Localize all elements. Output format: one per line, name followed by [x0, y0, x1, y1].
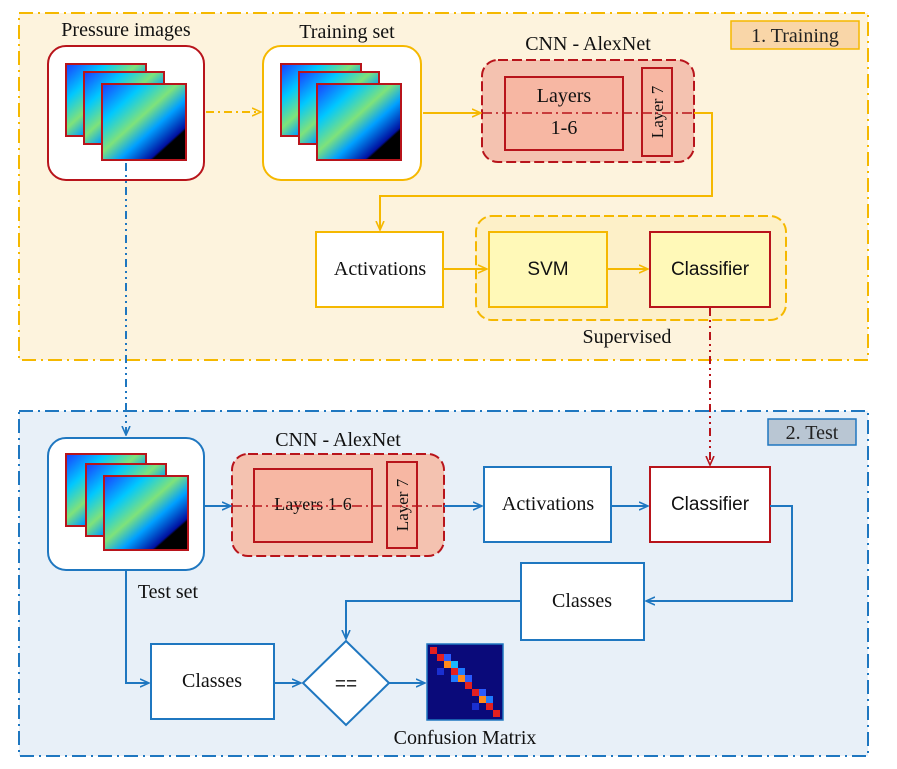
layer-7-test: [386, 461, 418, 549]
classifier-training-box: [649, 231, 771, 308]
test-image-stack: [65, 453, 189, 551]
classifier-test-label: Classifier: [671, 494, 750, 515]
layer-7-test-label: Layer 7: [393, 478, 412, 531]
training-panel-label: 1. Training: [751, 25, 839, 47]
training-set-label: Training set: [299, 21, 395, 43]
svm-label: SVM: [527, 259, 568, 280]
supervised-label: Supervised: [583, 326, 672, 348]
activations-test-box: [483, 466, 612, 543]
svm-box: [488, 231, 608, 308]
classes-predicted-label: Classes: [552, 590, 612, 612]
activations-test-label: Activations: [502, 493, 594, 515]
test-panel-label: 2. Test: [786, 422, 839, 444]
layer-7-training: [641, 67, 673, 157]
cnn-test-label: CNN - AlexNet: [275, 429, 401, 451]
training-panel-badge: [730, 20, 860, 50]
arrow-classifier-to-classes: [647, 505, 793, 601]
test-set-label: Test set: [138, 581, 199, 603]
classes-predicted-box: [520, 562, 645, 641]
confusion-matrix-label: Confusion Matrix: [394, 727, 537, 749]
confusion-matrix-icon: [426, 643, 504, 721]
pressure-image-icon: [101, 83, 187, 161]
pressure-images-label: Pressure images: [61, 19, 191, 41]
pressure-image-icon: [316, 83, 402, 161]
classes-true-label: Classes: [182, 670, 242, 692]
test-panel-badge: [767, 418, 857, 446]
classifier-training-label: Classifier: [671, 259, 750, 280]
compare-label: ==: [335, 674, 357, 695]
arrow-testset-to-classes: [125, 571, 148, 683]
classifier-test-box: [649, 466, 771, 543]
layers-1-6-training-line2: 1-6: [551, 117, 578, 139]
arrow-classes-to-compare: [346, 600, 521, 638]
arrow-cnn-to-activations: [380, 112, 713, 229]
layer-7-training-label: Layer 7: [648, 85, 667, 138]
layers-1-6-test-label: Layers 1-6: [274, 494, 351, 514]
pressure-image-icon: [103, 475, 189, 551]
pressure-image-stack: [65, 63, 187, 161]
cnn-training-label: CNN - AlexNet: [525, 33, 651, 55]
classes-true-box: [150, 643, 275, 720]
compare-diamond: [301, 639, 391, 727]
layers-1-6-training-line1: Layers: [537, 85, 592, 107]
training-image-stack: [280, 63, 402, 161]
activations-training-label: Activations: [334, 258, 426, 280]
